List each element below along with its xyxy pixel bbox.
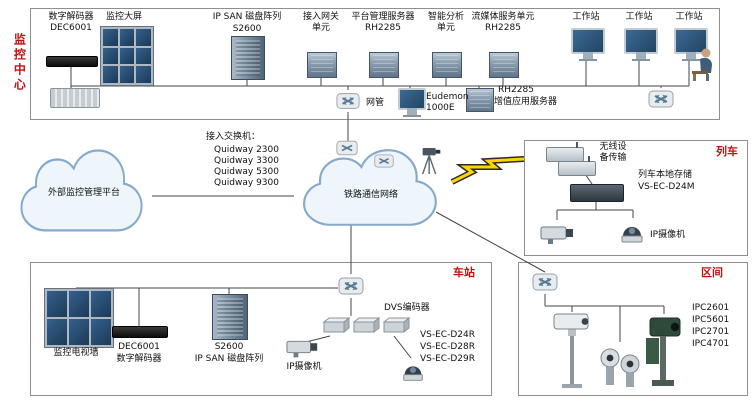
workstation-icon-3 — [674, 28, 708, 54]
wireless-label: 无线设备传输 — [599, 142, 627, 163]
tv-wall-icon — [100, 26, 154, 86]
platform-server-label: 平台管理服务器 — [351, 12, 415, 22]
analysis-server-icon — [432, 52, 462, 78]
workstation-icon-2 — [624, 28, 658, 54]
router-icon-2 — [648, 88, 674, 110]
big-screen-label: 监控大屏 — [105, 12, 142, 22]
decoder-model-label: DEC6001 — [50, 23, 92, 33]
railway-network-cloud-icon — [286, 146, 456, 230]
station-box-camera-icon — [286, 334, 320, 360]
train-title: 列车 — [716, 145, 738, 158]
net-mgmt-label: 网管 — [366, 98, 385, 108]
ipsan-model-label: S2600 — [232, 24, 262, 34]
analysis-unit-label: 智能分析单元 — [427, 12, 464, 33]
router-icon-1 — [336, 90, 360, 112]
firewall-monitor-icon — [398, 88, 426, 110]
cloud-router-icon-1 — [336, 138, 358, 158]
decoder-device-icon — [46, 56, 98, 67]
tv-wall-label: 监控电视墙 — [53, 348, 99, 358]
ipc-model-label-3: IPC2701 — [692, 327, 730, 337]
dvs-model-label-1: VS-EC-D24R — [420, 330, 475, 340]
station-decoder-icon — [112, 326, 168, 338]
station-ipsan-tower-icon — [212, 294, 248, 340]
external-platform-cloud-label: 外部监控管理平台 — [47, 188, 120, 198]
dvs-model-label-3: VS-EC-D29R — [420, 354, 475, 364]
train-dome-camera-icon — [618, 218, 646, 246]
station-decoder-label: 数字解码器 — [116, 354, 162, 364]
switch-item-4: Quidway 9300 — [214, 178, 279, 188]
streaming-model-label: RH2285 — [485, 23, 521, 33]
railway-network-cloud-label: 铁路通信网络 — [343, 190, 398, 200]
streaming-unit-label: 流媒体服务单元 — [471, 12, 535, 22]
va-server-icon — [466, 88, 494, 112]
gateway-server-icon — [307, 52, 337, 78]
operator-desk-icon — [690, 46, 716, 82]
workstation-label-2: 工作站 — [625, 12, 653, 22]
station-ipsan-model-label: S2600 — [214, 342, 244, 352]
platform-model-label: RH2285 — [365, 23, 401, 33]
dvs-model-label-2: VS-EC-D28R — [420, 342, 475, 352]
external-platform-cloud-icon — [5, 146, 160, 236]
ipc-model-label-4: IPC4701 — [692, 339, 730, 349]
station-ipsan-label: IP SAN 磁盘阵列 — [194, 354, 264, 364]
wireless-device-icon-2 — [558, 156, 596, 176]
workstation-label-1: 工作站 — [572, 12, 600, 22]
va-server-label: 增值应用服务器 — [494, 97, 558, 107]
mc-title: 监控中心 — [12, 33, 27, 93]
gateway-unit-label: 接入网关单元 — [302, 12, 339, 33]
station-dome-camera-icon — [400, 358, 426, 384]
train-camera-label: IP摄像机 — [650, 230, 686, 240]
encoder-icon-2 — [352, 316, 380, 336]
keyboard-icon — [50, 88, 100, 108]
station-title: 车站 — [453, 266, 475, 279]
firewall-label: Eudemon 1000E — [426, 92, 469, 113]
train-storage-model-label: VS-EC-D24M — [638, 182, 695, 192]
workstation-icon-1 — [571, 28, 605, 54]
wireless-device-icon-1 — [546, 142, 584, 162]
switch-item-2: Quidway 3300 — [214, 156, 279, 166]
ipsan-tower-icon — [231, 36, 265, 80]
dual-dome-camera-icon — [598, 342, 642, 390]
train-storage-icon — [570, 184, 624, 202]
station-tv-wall-icon — [44, 288, 114, 348]
streaming-server-icon — [489, 52, 519, 78]
station-camera-label: IP摄像机 — [286, 362, 322, 372]
dvs-encoder-label: DVS编码器 — [384, 303, 430, 313]
switch-list-title: 接入交换机： — [206, 132, 261, 142]
ipc-model-label-1: IPC2601 — [692, 303, 730, 313]
ipc-model-label-2: IPC5601 — [692, 315, 730, 325]
switch-item-3: Quidway 5300 — [214, 167, 279, 177]
station-decoder-model-label: DEC6001 — [118, 342, 160, 352]
platform-server-icon — [369, 52, 399, 78]
router-icon-6 — [532, 270, 558, 294]
train-storage-label: 列车本地存储 — [638, 170, 693, 180]
tripod-camera-icon — [418, 144, 444, 178]
ptz-camera-icon — [642, 314, 686, 390]
switch-item-1: Quidway 2300 — [214, 145, 279, 155]
interval-title: 区间 — [701, 266, 723, 279]
decoder-label: 数字解码器 — [48, 12, 94, 22]
workstation-label-3: 工作站 — [675, 12, 703, 22]
lightning-bolt-icon — [450, 156, 526, 186]
pole-camera-icon — [550, 310, 594, 390]
ipsan-label: IP SAN 磁盘阵列 — [212, 12, 282, 22]
encoder-icon-1 — [322, 316, 350, 336]
train-box-camera-icon — [540, 220, 576, 246]
encoder-icon-3 — [382, 316, 410, 336]
cloud-router-icon-2 — [374, 152, 394, 170]
router-icon-5 — [338, 274, 364, 298]
va-model-label: RH2285 — [498, 85, 534, 95]
